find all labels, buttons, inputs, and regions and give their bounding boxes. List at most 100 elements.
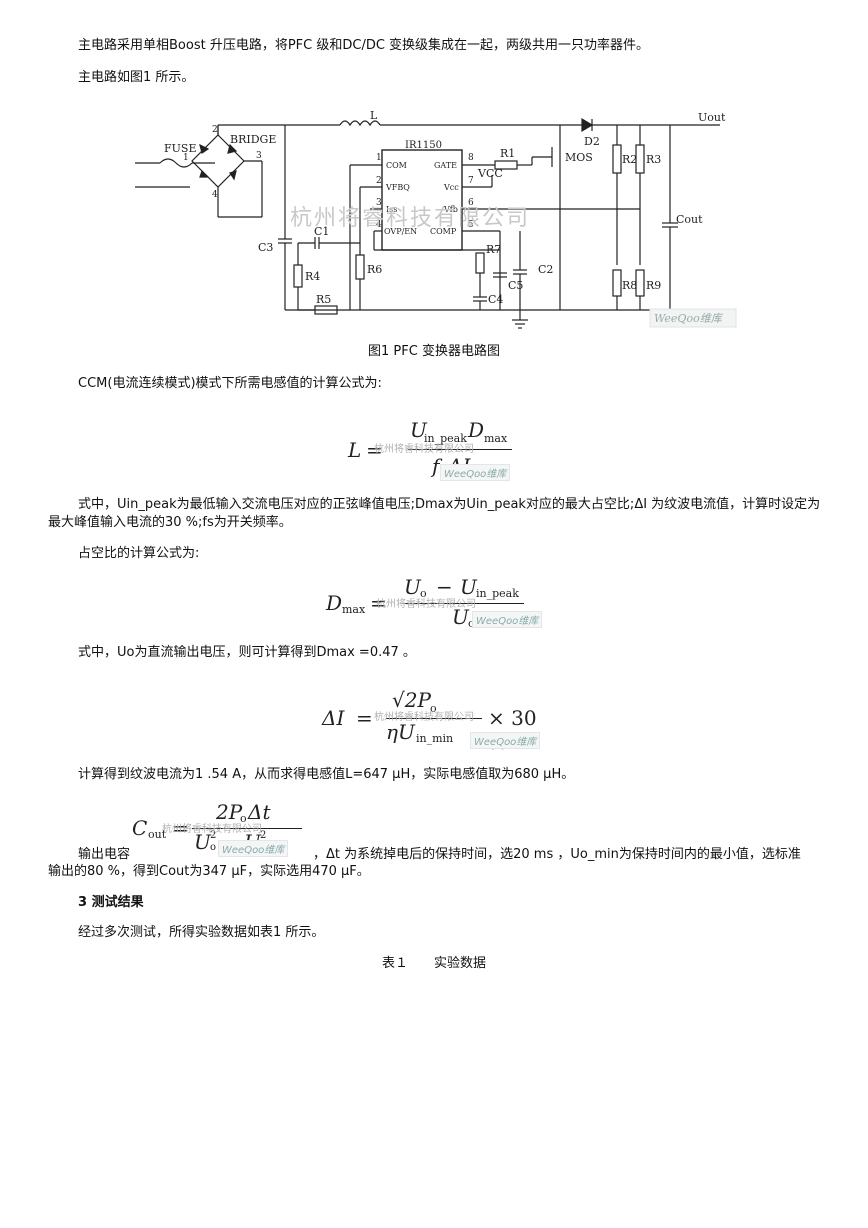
label-r6: R6 [367,263,382,276]
formula4-den2-sup: 2 [260,830,267,841]
label-r4: R4 [305,270,320,283]
paragraph-where-1: 式中，Uin_peak为最低输入交流电压对应的正弦峰值电压;Dmax为Uin_p… [48,497,821,530]
formula-output-capacitor: C out = 2P o Δt U 2 o − U 2 min 杭州将睿科技有限… [132,800,312,857]
pin-number-2: 2 [376,176,382,186]
formula1-num-d: D [468,418,485,442]
formula3-eq: = [356,706,373,730]
formula2-num: U [404,575,421,599]
pin-vfbq: VFBQ [385,183,410,192]
label-cout: Cout [676,213,703,226]
formula1-num-u: U [410,418,427,442]
formula4-den-sup: 2 [210,830,217,841]
paragraph-capacitor-a: 输出电容 [78,847,131,862]
label-c2: C2 [538,263,553,276]
formula3-watermark: 杭州将睿科技有限公司 [374,712,474,723]
pfc-circuit-diagram: FUSE BRIDGE 1 2 3 4 L Uout IR1150 D2 MOS… [135,109,737,329]
formula2-den-sub: o [468,617,475,630]
label-c3: C3 [258,241,273,254]
formula1-lhs: L [348,438,362,462]
formula2-num2: U [460,575,477,599]
formula3-lhs: ΔI [322,706,345,730]
label-r7: R7 [486,243,501,256]
pin-vfb: Vfb [443,205,458,214]
label-r3: R3 [646,153,661,166]
section-heading: 3 测试结果 [78,895,144,910]
formula4-fraction-bar [192,828,302,829]
label-uout: Uout [698,111,726,124]
formula1-eq: = [366,438,383,462]
pin-number-4: 4 [376,220,382,230]
paragraph-where-2: 式中，Uo为直流输出电压，则可计算得到Dmax =0.47 。 [78,645,416,660]
formula2-minus: − [436,575,453,599]
label-mos: MOS [565,151,593,164]
formula3-num: √2P [392,688,431,712]
figure-caption: 图1 PFC 变换器电路图 [368,344,500,359]
formula2-num2-sub: in_peak [476,587,519,600]
paragraph-capacitor-c: 输出的80 %，得到Cout为347 μF，实际选用470 μF。 [48,864,370,879]
label-fuse: FUSE [164,142,196,155]
formula4-num2: Δt [248,800,271,824]
pin-ovp: OVP/EN [384,227,417,236]
label-c1: C1 [314,225,329,238]
paragraph-ccm: CCM(电流连续模式)模式下所需电感值的计算公式为: [78,376,382,391]
paragraph-duty-cycle: 占空比的计算公式为: [78,546,200,561]
pin-com: COM [386,161,407,170]
formula3-den-sub: in_min [416,732,454,745]
label-ic: IR1150 [405,140,442,151]
formula2-fraction-bar [402,603,524,604]
formula4-den-sub: o [210,842,217,853]
formula-duty-cycle: D max = U o − U in_peak U o 杭州将睿科技有限公司 W… [322,575,562,635]
label-r5: R5 [316,293,331,306]
formula1-weeqoo: WeeQoo维库 [440,464,511,481]
paragraph-tests: 经过多次测试，所得实验数据如表1 所示。 [78,925,325,940]
formula2-eq: = [370,591,387,615]
formula1-den-f: f [432,454,440,478]
paragraph-intro: 主电路采用单相Boost 升压电路，将PFC 级和DC/DC 变换级集成在一起，… [78,38,650,53]
formula2-lhs-sub: max [342,603,366,616]
paragraph-figure-ref: 主电路如图1 所示。 [78,70,195,85]
formula4-lhs: C [132,816,148,840]
formula2-num-sub: o [420,587,427,600]
watermark-text: 杭州将睿科技有限公司 [290,206,530,231]
pin-number-8: 8 [468,153,474,163]
label-bridge: BRIDGE [230,133,276,146]
formula3-weeqoo: WeeQoo维库 [470,732,541,749]
paragraph-capacitor-b: ，Δt 为系统掉电后的保持时间，选20 ms ，Uo_min为保持时间内的最小值… [313,847,801,862]
formula3-den: ηU [386,720,415,744]
label-r1: R1 [500,147,515,160]
formula2-lhs: D [326,591,343,615]
label-r2: R2 [622,153,637,166]
pin-comp: COMP [430,227,457,236]
pin-number-7: 7 [468,176,474,186]
label-r8: R8 [622,279,637,292]
label-c4: C4 [488,293,503,306]
pin-vcc: Vcc [443,183,459,192]
label-vcc: VCC [477,167,503,180]
formula1-fraction-bar [408,449,512,450]
label-inductor: L [370,109,378,122]
weeqoo-watermark: WeeQoo维库 [654,312,724,325]
label-bridge-pin-1: 1 [183,153,189,163]
formula1-watermark: 杭州将睿科技有限公司 [374,444,474,455]
label-bridge-pin-3: 3 [256,151,262,161]
formula1-num-dsub: max [484,432,508,445]
label-bridge-pin-2: 2 [212,125,218,135]
formula-ripple-current: ΔI = √2P o ηU in_min × 30 % 杭州将睿科技有限公司 W… [320,688,560,754]
formula-inductance: L = U in_peak D max f s ΔI 杭州将睿科技有限公司 We… [340,418,540,488]
formula1-num-sub: in_peak [424,432,467,445]
paragraph-ripple-result: 计算得到纹波电流为1 .54 A，从而求得电感值L=647 μH，实际电感值取为… [78,767,575,782]
pin-iss: Iss [386,205,397,214]
formula4-watermark: 杭州将睿科技有限公司 [162,824,262,835]
formula3-num-sub: o [430,702,437,715]
pin-gate: GATE [434,161,457,170]
label-c5: C5 [508,279,523,292]
pin-number-6: 6 [468,198,474,208]
pin-number-3: 3 [376,198,382,208]
formula4-den: U [194,830,211,854]
formula4-weeqoo: WeeQoo维库 [218,840,289,857]
label-bridge-pin-4: 4 [212,190,218,200]
formula2-watermark: 杭州将睿科技有限公司 [376,599,476,610]
table-caption: 表１ 实验数据 [381,956,486,971]
pin-number-1: 1 [376,153,382,163]
pin-number-5: 5 [468,220,474,230]
